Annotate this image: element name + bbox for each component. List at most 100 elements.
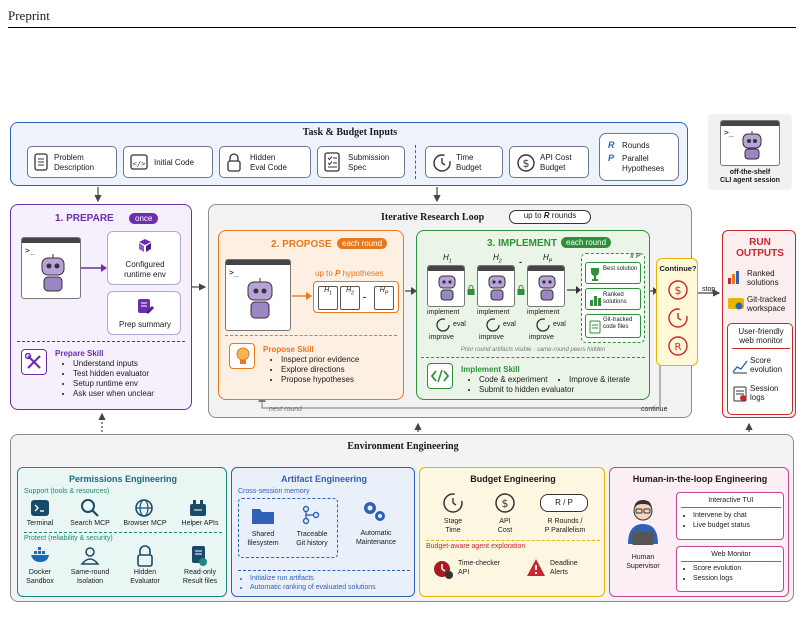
monitor-label: web monitor [739, 336, 783, 345]
environment-title: Environment Engineering [347, 441, 459, 452]
submission-spec-chip: Submission Spec [317, 146, 405, 178]
implement-label: implement [527, 309, 560, 316]
hypothesis-card: H2 [340, 286, 360, 310]
ranked-solutions-card: Ranked solutions [585, 288, 641, 310]
hypothesis-card: H1 [318, 286, 338, 310]
protect-item: Docker [28, 569, 52, 576]
checker-label: Time-checker [458, 560, 501, 567]
implement-divider [421, 357, 645, 358]
time-checker-icon [434, 561, 453, 579]
badge-sym: R [543, 211, 550, 220]
timer-icon [433, 154, 451, 172]
session-logs-icon [733, 386, 747, 402]
prepare-badge: once [129, 213, 159, 224]
run-outputs-title: OUTPUTS [736, 248, 784, 259]
session-label: logs [750, 393, 765, 402]
chip-label: Initial Code [154, 158, 195, 167]
improve-label: improve [479, 334, 504, 341]
line-chart-icon [732, 360, 748, 374]
budget-item: R Rounds / [547, 518, 583, 525]
cubes-icon [139, 239, 151, 252]
artifact-title: Artifact Engineering [280, 474, 367, 484]
tui-title: Interactive TUI [708, 497, 754, 504]
tui-divider [681, 507, 781, 508]
agent-h-label: H1 [443, 253, 452, 265]
prepare-skill-list: Understand inputs Test hidden evaluator … [61, 359, 154, 399]
lock-icon [467, 285, 475, 295]
output-label: Ranked solutions [603, 292, 627, 305]
memory-item: Traceable [296, 531, 328, 538]
rounds-label: Rounds [622, 141, 650, 150]
chip-label: Budget [540, 163, 566, 172]
lock-icon [227, 153, 241, 172]
alert-triangle-icon [527, 559, 545, 576]
implement-skill-title: Implement Skill [461, 365, 520, 374]
svg-text:$: $ [502, 497, 509, 510]
environment-panel: Environment Engineering Permissions Engi… [10, 434, 794, 602]
human-supervisor-icon [628, 500, 658, 545]
ranked-label: solutions [747, 278, 779, 287]
svg-text:R: R [675, 342, 682, 353]
svg-text:$: $ [675, 284, 682, 297]
tui-item: Intervene by chat [693, 511, 750, 521]
bar-chart-icon [728, 271, 739, 284]
stop-label: stop [702, 286, 716, 293]
score-label: evolution [750, 365, 783, 374]
rounds-icon: R [668, 336, 688, 356]
protect-item: Result files [182, 578, 218, 585]
timer-icon [668, 308, 688, 328]
web-monitor-card: Web Monitor Score evolution Session logs [676, 546, 784, 592]
propose-divider [225, 335, 397, 336]
protect-item: Read-only [184, 569, 216, 576]
arrow-right [567, 286, 581, 294]
implement-label: implement [427, 309, 460, 316]
chip-label: Eval Code [250, 163, 287, 172]
monitor-label: User-friendly [738, 327, 784, 336]
hypothesis-card: HP [374, 286, 394, 310]
arrow-right [292, 292, 312, 300]
chip-label: Hidden [250, 153, 276, 162]
env-label: Configured [125, 260, 165, 269]
web-list: Score evolution Session logs [681, 564, 741, 584]
rp-pill: R / P [540, 494, 588, 512]
env-label: runtime env [124, 270, 166, 279]
git-branch-icon [302, 505, 320, 525]
support-item: Browser MCP [123, 520, 167, 527]
git-workspace-icon [728, 298, 744, 310]
loop-title: Iterative Research Loop [381, 212, 485, 223]
implement-title: 3. IMPLEMENT [487, 238, 558, 249]
hitl-panel: Human-in-the-loop Engineering Human Supe… [609, 467, 789, 597]
terminal-window: >_ [720, 120, 780, 166]
propose-upto: up to P hypotheses [315, 269, 384, 278]
support-label: Support (tools & resources) [24, 488, 110, 495]
budget-item: Stage [443, 518, 463, 525]
stage-timer-icon [443, 493, 463, 513]
tui-item: Live budget status [693, 521, 750, 531]
implement-agent-window [527, 265, 565, 307]
budget-item: Time [445, 527, 461, 534]
chip-label: Problem [54, 153, 84, 162]
alerts-label: Alerts [550, 569, 568, 576]
human-label: Human [631, 554, 655, 561]
implement-panel: 3. IMPLEMENT each round H1 implement eva… [416, 230, 650, 400]
budget-title: Budget Engineering [470, 474, 556, 484]
implement-agent-window [427, 265, 465, 307]
implement-skill-list-left: Code & experiment Submit to hidden evalu… [467, 375, 574, 395]
implement-skill-list-right: Improve & iterate [557, 375, 630, 385]
globe-icon [135, 499, 153, 517]
skill-item: Explore directions [281, 365, 359, 375]
upto-sym: P [335, 269, 341, 278]
loop-icon [536, 318, 550, 332]
trophy-icon [591, 268, 599, 281]
prepare-divider [17, 341, 185, 342]
upto-pre: up to [315, 269, 333, 278]
robot-icon [488, 275, 506, 301]
support-item: Terminal [26, 520, 54, 527]
parallel-label: Hypotheses [622, 164, 665, 173]
artifact-visibility-note: Prior round artifacts visible · same-rou… [460, 347, 606, 353]
rounds-symbol: R [608, 140, 615, 150]
prompt-glyph: >_ [25, 246, 35, 255]
implement-badge: each round [561, 237, 612, 248]
maintenance-label: Automatic [360, 530, 392, 537]
